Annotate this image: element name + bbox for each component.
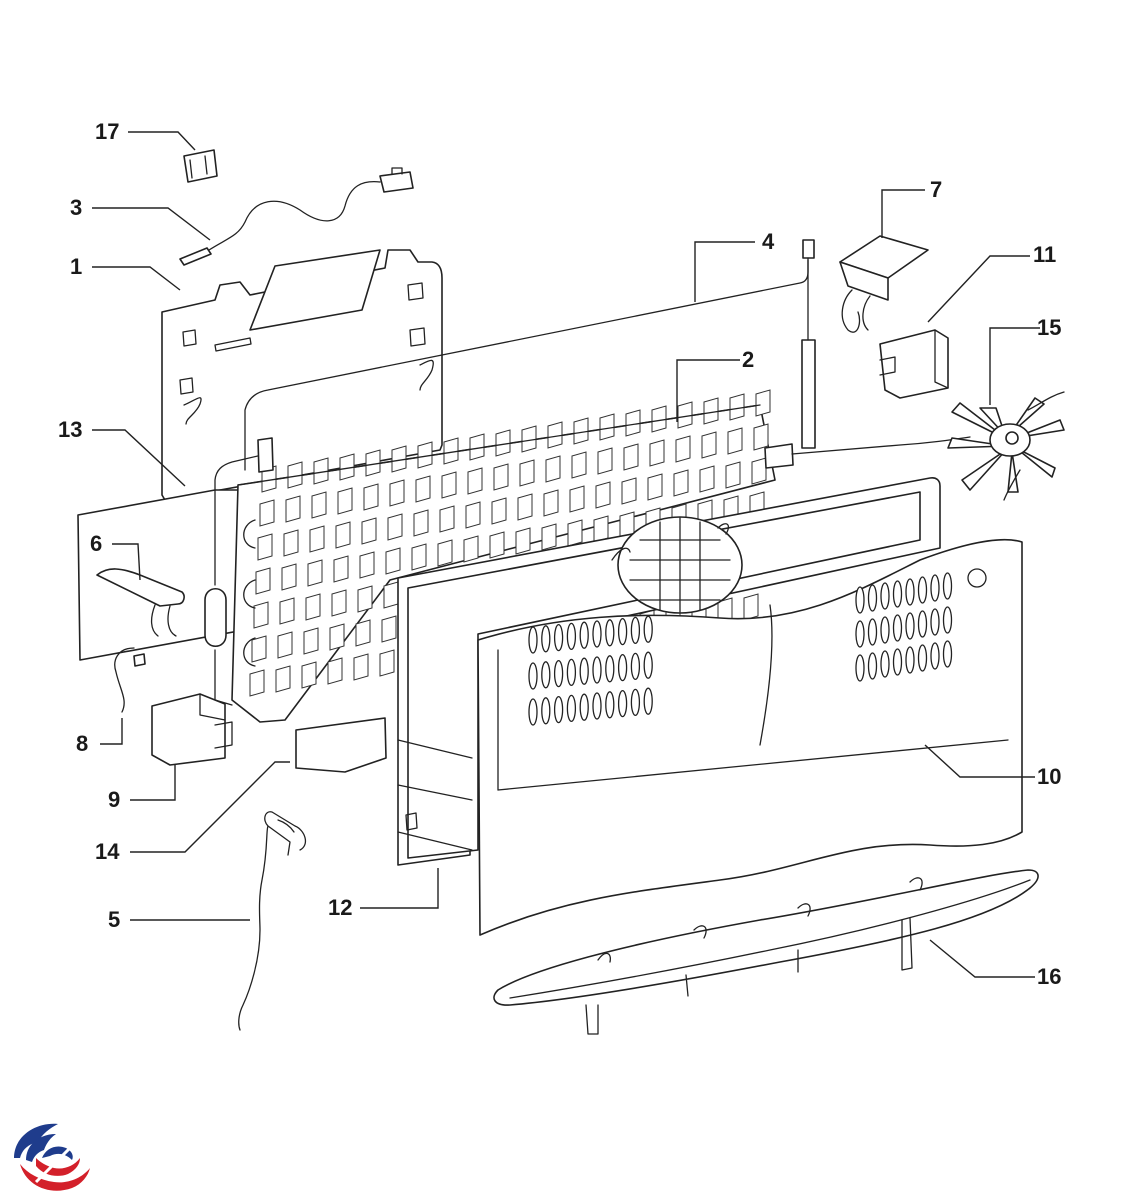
callout-11: 11 — [1033, 242, 1057, 267]
callout-6: 6 — [90, 531, 103, 556]
part-5-wire-clip — [238, 811, 307, 1031]
callout-15: 15 — [1037, 315, 1062, 340]
callout-3: 3 — [70, 195, 83, 220]
part-9-bracket — [151, 693, 233, 766]
part-12-housing-frame — [397, 477, 941, 866]
part-11-cover — [879, 329, 949, 399]
part-4-wire-probe — [244, 239, 816, 471]
part-3-sensor-cable — [179, 167, 414, 266]
part-8-clip-wire — [114, 647, 146, 713]
callout-16: 16 — [1037, 964, 1062, 989]
callout-1: 1 — [70, 254, 83, 279]
leader-lines — [92, 131, 1040, 978]
callout-12: 12 — [328, 895, 353, 920]
callout-4: 4 — [762, 229, 775, 254]
callout-17: 17 — [95, 119, 120, 144]
part-2-evaporator — [204, 389, 971, 723]
part-17-clip — [183, 149, 218, 183]
part-1-back-panel — [161, 249, 443, 501]
part-6-drain-bracket — [96, 568, 185, 637]
part-16-drip-tray — [493, 869, 1039, 1035]
callout-8: 8 — [76, 731, 89, 756]
callout-10: 10 — [1037, 764, 1062, 789]
part-7-bracket — [839, 235, 929, 333]
part-14-insulation-pad — [295, 717, 387, 773]
callout-13: 13 — [58, 417, 83, 442]
callout-5: 5 — [108, 907, 121, 932]
brand-logo-icon — [14, 1123, 90, 1191]
part-15-fan — [947, 391, 1065, 501]
callout-14: 14 — [95, 839, 120, 864]
callout-9: 9 — [108, 787, 121, 812]
callout-7: 7 — [930, 177, 943, 202]
callout-2: 2 — [742, 347, 755, 372]
part-10-front-cover — [477, 538, 1023, 936]
